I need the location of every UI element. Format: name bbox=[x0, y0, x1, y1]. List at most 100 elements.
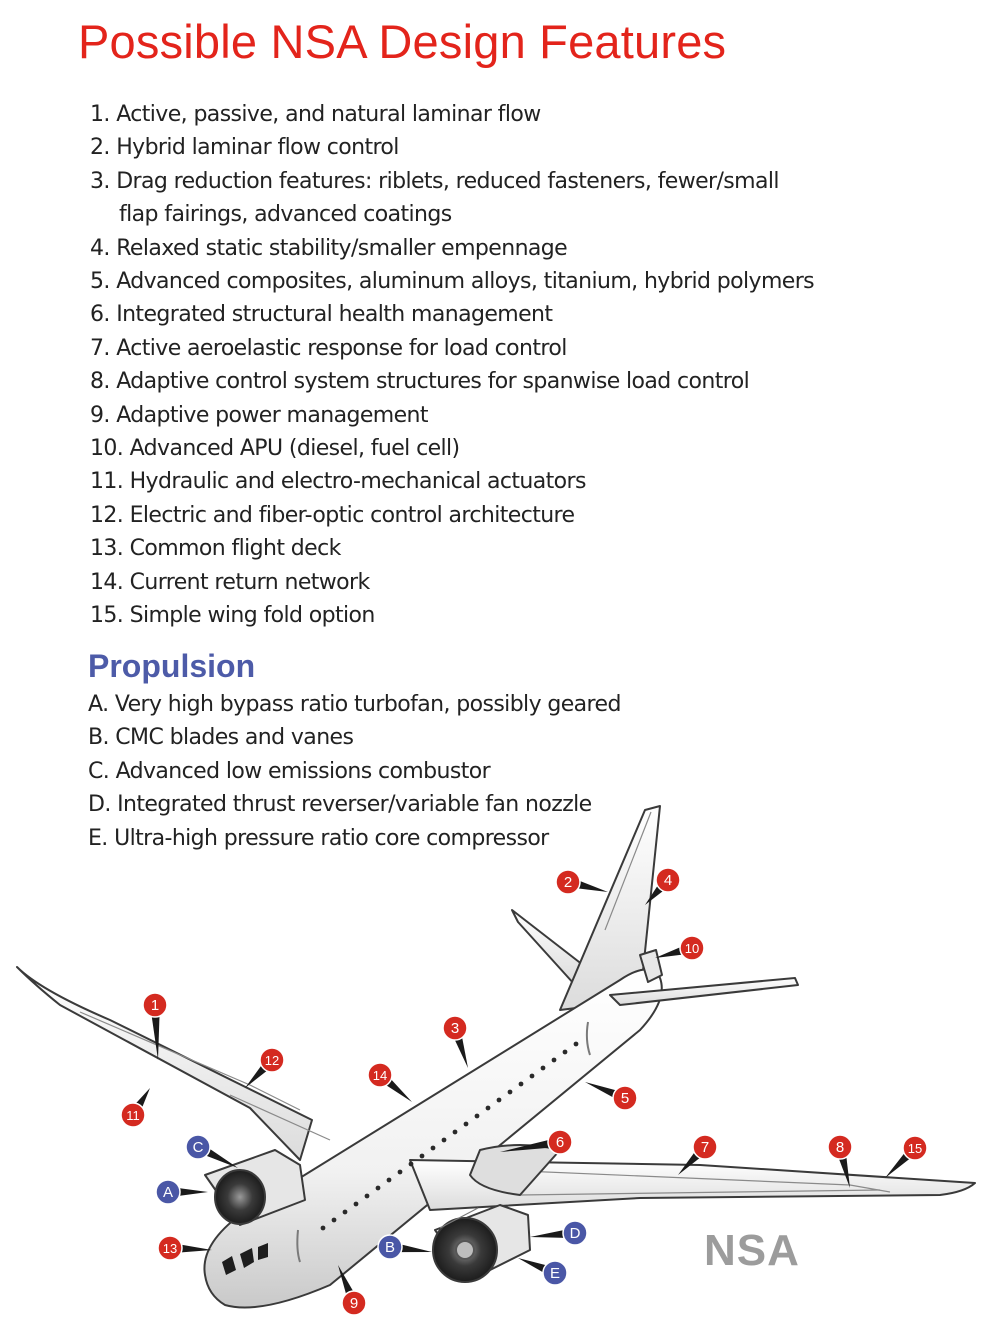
propulsion-title: Propulsion bbox=[88, 648, 256, 684]
feature-item: 1. Active, passive, and natural laminar … bbox=[90, 102, 541, 127]
callout-label: 5 bbox=[621, 1090, 629, 1107]
callout-circle bbox=[142, 992, 168, 1018]
feature-item: 8. Adaptive control system structures fo… bbox=[90, 369, 750, 395]
callout-circle bbox=[679, 935, 705, 961]
feature-item: 3. Drag reduction features: riblets, red… bbox=[90, 165, 814, 232]
callout-pointer bbox=[576, 880, 608, 892]
callout-3: 3 bbox=[442, 1015, 468, 1068]
callout-pointer bbox=[399, 1244, 432, 1253]
callout-14: 14 bbox=[367, 1062, 412, 1102]
callout-label: D bbox=[570, 1225, 581, 1242]
callout-circle bbox=[377, 1234, 403, 1260]
callout-pointer bbox=[204, 1148, 238, 1168]
feature-item: 13. Common flight deck bbox=[90, 536, 341, 562]
callout-pointer bbox=[530, 1229, 566, 1238]
callout-circle bbox=[555, 869, 581, 895]
callout-label: 10 bbox=[685, 941, 699, 956]
callout-label: 15 bbox=[908, 1141, 922, 1156]
callout-pointer bbox=[655, 946, 684, 958]
callout-pointer bbox=[678, 1151, 701, 1175]
callout-4: 4 bbox=[645, 867, 681, 905]
callout-label: 1 bbox=[151, 997, 159, 1014]
callout-E: E bbox=[518, 1258, 568, 1286]
callout-label: 4 bbox=[664, 872, 672, 889]
design-features-list: 1. Active, passive, and natural laminar … bbox=[90, 98, 815, 633]
callout-label: E bbox=[550, 1265, 560, 1282]
callout-label: 11 bbox=[126, 1108, 140, 1123]
callout-circle bbox=[902, 1135, 928, 1161]
callout-circle bbox=[442, 1015, 468, 1041]
callout-1: 1 bbox=[142, 992, 168, 1060]
callout-label: 8 bbox=[836, 1139, 844, 1156]
propulsion-item: D. Integrated thrust reverser/variable f… bbox=[88, 792, 592, 818]
propulsion-item: A. Very high bypass ratio turbofan, poss… bbox=[88, 692, 621, 717]
feature-item: 15. Simple wing fold option bbox=[90, 603, 375, 629]
callout-label: 7 bbox=[701, 1139, 709, 1156]
cockpit-windows bbox=[222, 1243, 268, 1275]
feature-item: 4. Relaxed static stability/smaller empe… bbox=[90, 235, 568, 261]
feature-item: 9. Adaptive power management bbox=[90, 402, 429, 428]
callout-C: C bbox=[185, 1134, 238, 1168]
callout-pointer bbox=[454, 1036, 468, 1068]
callout-label: 6 bbox=[556, 1134, 564, 1151]
callout-7: 7 bbox=[678, 1134, 718, 1175]
callout-label: 3 bbox=[451, 1020, 459, 1037]
callout-pointer bbox=[338, 1265, 354, 1296]
callout-pointer bbox=[385, 1078, 412, 1102]
callout-circle bbox=[827, 1134, 853, 1160]
callout-circle bbox=[367, 1062, 393, 1088]
feature-item: 6. Integrated structural health manageme… bbox=[90, 302, 553, 328]
callout-label: C bbox=[193, 1139, 204, 1156]
callout-circle bbox=[157, 1235, 183, 1261]
callout-pointer bbox=[151, 1014, 160, 1060]
callout-circle bbox=[612, 1085, 638, 1111]
airplane-illustration bbox=[16, 805, 976, 1309]
left-engine-fan bbox=[214, 1169, 266, 1225]
callout-circle bbox=[120, 1102, 146, 1128]
callout-pointer bbox=[245, 1064, 268, 1088]
callout-9: 9 bbox=[338, 1265, 367, 1316]
callout-pointer bbox=[885, 1152, 911, 1178]
right-stabilizer bbox=[609, 977, 799, 1006]
callout-12: 12 bbox=[245, 1047, 285, 1088]
passenger-windows bbox=[320, 1041, 579, 1231]
callout-circle bbox=[259, 1047, 285, 1073]
callout-label: B bbox=[385, 1239, 395, 1256]
callout-13: 13 bbox=[157, 1235, 212, 1261]
callout-10: 10 bbox=[655, 935, 705, 961]
callout-pointer bbox=[179, 1244, 212, 1253]
propulsion-item: B. CMC blades and vanes bbox=[88, 725, 354, 751]
callout-label: 2 bbox=[564, 874, 572, 891]
propulsion-list: A. Very high bypass ratio turbofan, poss… bbox=[88, 688, 621, 855]
callout-circle bbox=[542, 1260, 568, 1286]
callout-circle bbox=[562, 1220, 588, 1246]
callout-circle bbox=[185, 1134, 211, 1160]
feature-item: 11. Hydraulic and electro-mechanical act… bbox=[90, 469, 586, 495]
callout-label: 13 bbox=[163, 1241, 177, 1256]
callout-A: A bbox=[155, 1179, 208, 1205]
callout-circle bbox=[655, 867, 681, 893]
callout-pointer bbox=[645, 884, 665, 905]
callout-8: 8 bbox=[827, 1134, 853, 1188]
callout-pointer bbox=[178, 1188, 208, 1196]
feature-item: 5. Advanced composites, aluminum alloys,… bbox=[90, 269, 815, 295]
callout-label: A bbox=[163, 1184, 173, 1201]
callout-label: 9 bbox=[350, 1295, 358, 1312]
callout-circle bbox=[547, 1129, 573, 1155]
callout-15: 15 bbox=[885, 1135, 928, 1178]
blue-callouts: A B C D E bbox=[155, 1134, 588, 1286]
callout-2: 2 bbox=[555, 869, 608, 895]
callout-pointer bbox=[838, 1155, 850, 1188]
callout-label: 14 bbox=[373, 1068, 387, 1083]
feature-item: 2. Hybrid laminar flow control bbox=[90, 135, 399, 161]
callout-B: B bbox=[377, 1234, 432, 1260]
callout-circle bbox=[692, 1134, 718, 1160]
feature-item-continuation: flap fairings, advanced coatings bbox=[119, 202, 452, 228]
callout-11: 11 bbox=[120, 1088, 150, 1128]
callout-pointer bbox=[518, 1258, 548, 1273]
propulsion-item: C. Advanced low emissions combustor bbox=[88, 758, 491, 784]
callout-6: 6 bbox=[500, 1129, 573, 1155]
feature-item: 14. Current return network bbox=[90, 569, 370, 595]
